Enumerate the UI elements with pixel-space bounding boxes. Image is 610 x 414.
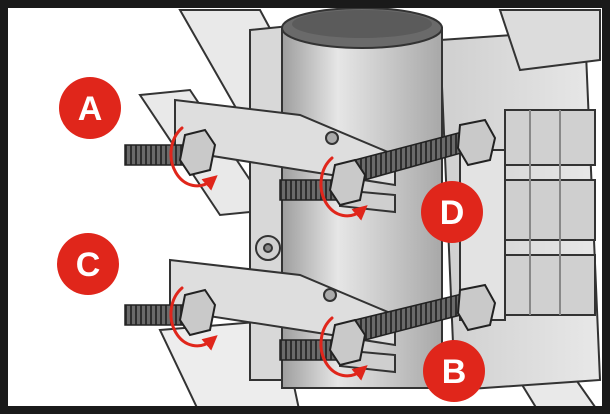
rotation-arrow-icon	[319, 156, 368, 221]
callout-a: A	[59, 77, 121, 139]
nut-d-front	[328, 158, 367, 207]
callout-c: C	[57, 233, 119, 295]
rotation-arrow-icon	[169, 126, 218, 191]
nut-b-back	[456, 283, 497, 332]
rotation-arrow-icon	[319, 316, 368, 381]
callout-d: D	[421, 181, 483, 243]
nut-b-front	[328, 318, 367, 367]
rotation-arrow-icon	[169, 286, 218, 351]
callout-c-label: C	[76, 246, 101, 284]
nut-a	[178, 128, 217, 177]
callout-d-label: D	[440, 194, 465, 232]
callout-b: B	[423, 340, 485, 402]
callout-a-label: A	[78, 90, 103, 128]
nut-d-back	[456, 118, 497, 167]
callout-b-label: B	[442, 353, 467, 391]
nuts	[178, 118, 497, 367]
nut-c	[178, 288, 217, 337]
